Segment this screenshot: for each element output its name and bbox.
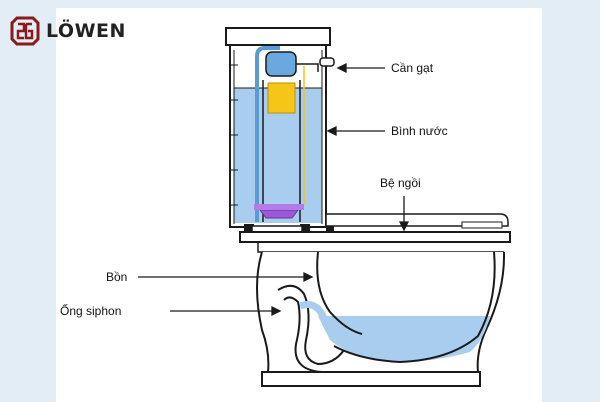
label-bon: Bồn <box>106 270 128 284</box>
float <box>267 82 296 114</box>
lever-handle <box>319 57 335 67</box>
flapper-seat <box>254 204 304 210</box>
brand-logo: LÖWEN <box>8 14 126 48</box>
bowl-base <box>261 371 481 387</box>
siphon-inner <box>283 296 323 373</box>
label-ong-siphon: Ống siphon <box>60 304 122 318</box>
toilet-seat <box>325 213 509 232</box>
flapper <box>259 209 299 219</box>
siphon-water <box>298 301 342 344</box>
brand-name: LÖWEN <box>46 20 126 42</box>
water-tank <box>225 27 335 238</box>
brand-monogram-icon <box>10 16 40 46</box>
tank-lid <box>225 27 331 46</box>
bowl-rim <box>239 231 511 243</box>
bowl <box>239 231 511 387</box>
label-be-ngoi: Bệ ngồi <box>380 176 421 190</box>
fill-valve-head <box>265 51 297 77</box>
siphon-outer <box>277 284 345 366</box>
bowl-inner <box>316 251 496 364</box>
bowl-water <box>318 316 490 362</box>
label-can-gat: Cần gạt <box>391 61 434 75</box>
lever-arm <box>296 63 319 72</box>
callout-arrows <box>138 62 410 317</box>
fill-valve-pipe <box>255 46 280 222</box>
label-binh-nuoc: Bình nước <box>391 124 448 138</box>
